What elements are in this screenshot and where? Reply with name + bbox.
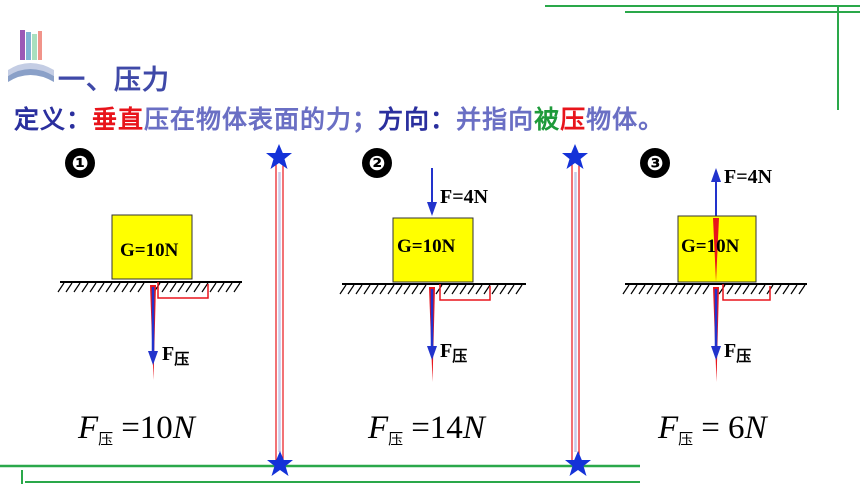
arrowhead <box>711 168 721 182</box>
right-angle-mark <box>157 282 209 299</box>
definition-line: 定义：垂直压在物体表面的力；方向：并指向被压物体。 <box>14 100 664 136</box>
definition-text: 压在物体表面的力； <box>144 105 379 134</box>
panel-1-block-label: G=10N <box>120 240 179 261</box>
ground-hatch <box>339 284 523 295</box>
ground-hatch <box>622 284 806 295</box>
panel-2-diagram <box>339 168 526 382</box>
panel-3-block-label: G=10N <box>681 236 740 257</box>
direction-label: 方向： <box>378 105 457 134</box>
arrowhead <box>427 346 437 360</box>
weight-arrow-red <box>713 218 719 282</box>
divider-right <box>571 160 580 462</box>
panel-3-number: ❸ <box>640 148 670 178</box>
star-icon <box>267 451 293 476</box>
star-icon <box>562 144 588 169</box>
books-icon <box>8 30 54 82</box>
right-angle-mark <box>439 284 491 301</box>
panel-2-force-label: F压 <box>440 340 468 365</box>
panel-1-number: ❶ <box>65 148 95 178</box>
panel-3-formula: F压= 6N <box>658 410 767 448</box>
ground-hatch <box>57 282 241 293</box>
direction-text-b: 被 <box>534 105 561 134</box>
arrowhead <box>427 202 437 216</box>
direction-text-a: 并指向 <box>456 105 535 134</box>
panel-3-applied-force: F=4N <box>724 166 773 188</box>
section-heading: 一、压力 <box>58 65 170 96</box>
arrowhead <box>148 351 158 365</box>
definition-keyword: 垂直 <box>92 105 145 134</box>
star-icon <box>266 144 292 169</box>
panel-3-force-label: F压 <box>724 340 752 365</box>
divider-left <box>275 160 284 462</box>
direction-text-c: 压 <box>560 105 587 134</box>
direction-text-d: 物体。 <box>586 105 665 134</box>
panel-1-diagram <box>57 214 242 380</box>
arrowhead <box>711 346 721 360</box>
panel-2-applied-force: F=4N <box>440 186 489 208</box>
panel-2-block-label: G=10N <box>397 236 456 257</box>
panel-2-number: ❷ <box>362 148 392 178</box>
panel-1-force-label: F压 <box>162 343 190 368</box>
panel-1-formula: F压=10N <box>78 410 195 448</box>
panel-2-formula: F压=14N <box>368 410 485 448</box>
block <box>392 217 474 283</box>
definition-label: 定义： <box>14 105 93 134</box>
panel-3-diagram <box>622 168 807 382</box>
block <box>111 214 193 280</box>
star-icon <box>565 451 591 476</box>
right-angle-mark <box>722 284 771 301</box>
